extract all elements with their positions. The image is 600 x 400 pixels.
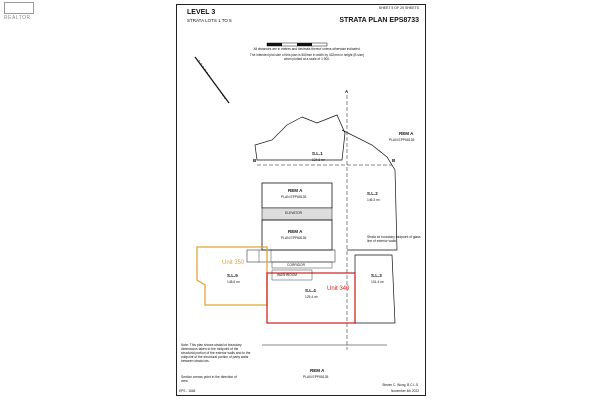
sl3-boundary xyxy=(354,254,396,324)
strata-boundary-note: Strata lot boundary midpoint of glass li… xyxy=(367,235,421,243)
level-title: LEVEL 3 xyxy=(187,9,216,16)
survey-date: November 4th 2022 xyxy=(391,389,419,393)
north-arrow-hatch xyxy=(198,59,226,100)
section-b-left: B xyxy=(253,158,257,163)
rem-a-top-right-plan: PLAN EPP68135 xyxy=(389,138,415,142)
sl3-area: 101.4 m² xyxy=(371,280,385,284)
rem-a-upper-plan: PLAN EPP68135 xyxy=(281,195,307,199)
corridor-box xyxy=(271,261,333,269)
north-arrow xyxy=(194,56,230,104)
plan-drawing xyxy=(194,42,398,350)
rem-a-middle-label: REM A xyxy=(288,229,303,234)
rem-a-middle-plan: PLAN EPP68135 xyxy=(281,236,307,240)
plan-title: STRATA PLAN EPS8733 xyxy=(339,17,419,24)
sheet-number: SHEET 5 OF 20 SHEETS xyxy=(378,6,419,10)
section-arrows-note: Section arrows point in the direction of… xyxy=(181,375,237,383)
sl2-boundary xyxy=(341,129,398,251)
section-a-top: A xyxy=(345,89,349,94)
sl5-label: S.L.5 xyxy=(227,273,238,278)
scale-bar-segment xyxy=(297,43,312,46)
washroom-box xyxy=(271,269,313,281)
rem-a-middle xyxy=(261,219,333,251)
note-units: All distances are in metres and decimals… xyxy=(253,47,361,51)
sl2-label: S.L.2 xyxy=(367,191,378,196)
sl3-label: S.L.3 xyxy=(371,273,382,278)
washroom-label: WASHROOM xyxy=(277,273,298,277)
corridor-label: CORRIDOR xyxy=(287,263,305,267)
sl5-area: 148.6 m² xyxy=(227,280,241,284)
plan-reference-code: EPS - 1648 xyxy=(179,389,196,393)
sl1-label: S.L.1 xyxy=(312,151,323,156)
realtor-logo-mark xyxy=(4,2,34,14)
unit-350-outline xyxy=(196,246,268,306)
note-plot-size: The intended plot size of this plan is 5… xyxy=(249,53,365,61)
surveyor-name: Steven C. Wong, B.C.L.S. xyxy=(382,383,419,387)
section-b-right: B xyxy=(392,158,396,163)
rem-a-lower-label: REM A xyxy=(310,368,325,373)
rooms-row xyxy=(246,249,336,263)
general-notes: All distances are in metres and decimals… xyxy=(247,47,367,61)
sl4-area: 125.4 m² xyxy=(305,295,319,299)
sl1-area: 124.6 m² xyxy=(312,158,326,162)
boundary-note: Note: This plan shows strata lot boundar… xyxy=(181,343,251,363)
realtor-logo: REALTOR xyxy=(4,2,38,24)
unit-340-outline xyxy=(266,272,356,324)
strata-plan-sheet: SHEET 5 OF 20 SHEETS LEVEL 3 STRATA LOTS… xyxy=(176,4,426,396)
elevator-label: ELEVATOR xyxy=(285,211,303,215)
rem-a-top-right: REM A xyxy=(399,131,414,136)
rem-a-upper-label: REM A xyxy=(288,188,303,193)
unit-350-label: Unit 350 xyxy=(222,260,245,266)
strata-lots-range: STRATA LOTS 1 TO 5 xyxy=(187,18,232,23)
sl2-area: 146.3 m² xyxy=(367,198,381,202)
unit-340-label: Unit 340 xyxy=(327,286,350,292)
sl1-boundary xyxy=(254,114,346,161)
rem-a-lower-plan: PLAN EPP68135 xyxy=(303,375,329,379)
realtor-logo-text: REALTOR xyxy=(4,15,31,21)
scale-bar-segment xyxy=(267,43,282,46)
sl4-label: S.L.4 xyxy=(305,288,316,293)
